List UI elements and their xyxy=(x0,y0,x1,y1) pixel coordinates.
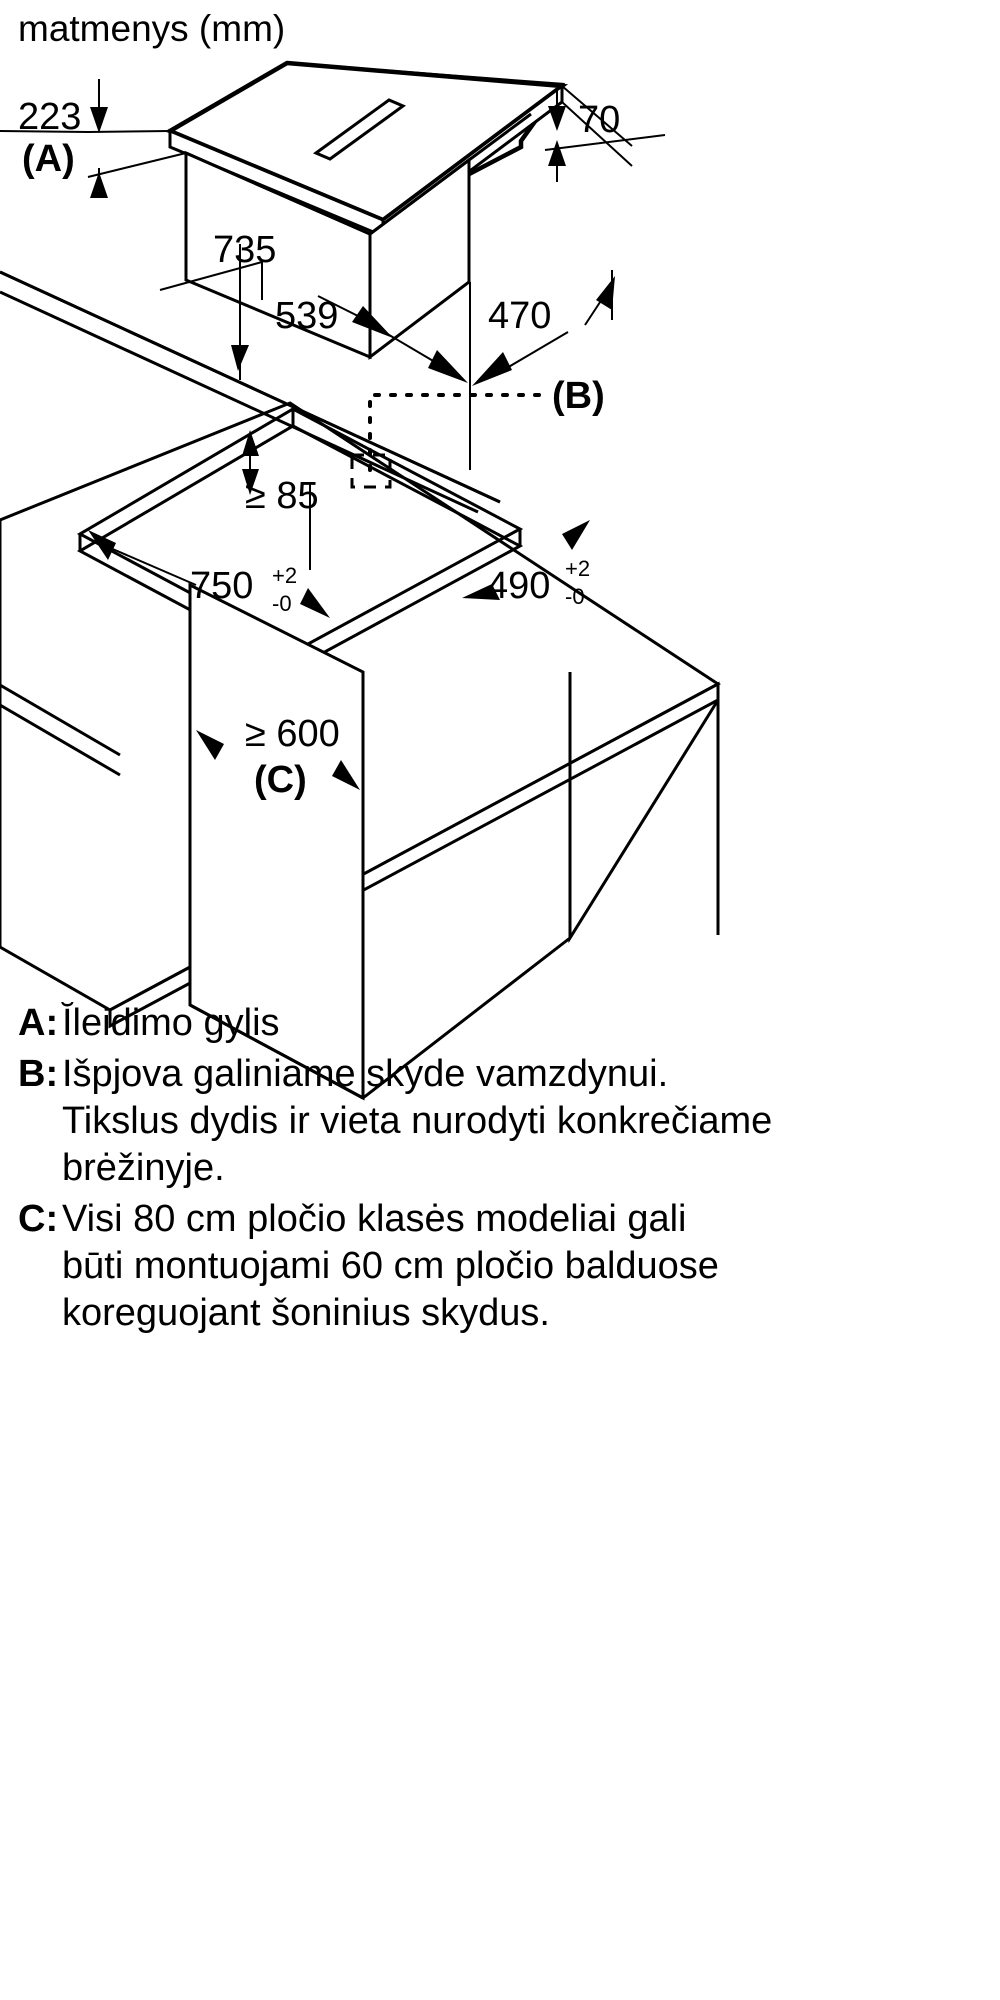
dim-cabinet-min-depth: ≥ 600 (C) xyxy=(196,713,360,801)
cabinet-bottom-right-line xyxy=(362,936,571,1100)
dim-cutout-depth: 490 +2 -0 xyxy=(462,520,590,609)
dim-cooktop-thickness: 70 xyxy=(544,85,666,182)
pipe-cutout-dashed-rect xyxy=(350,453,392,489)
extractor-slot xyxy=(312,98,407,161)
legend-entry: C:Visi 80 cm pločio klasės modeliai gali… xyxy=(18,1196,978,1337)
pipe-cutout-callout: (B) xyxy=(350,375,605,489)
legend-text-line: Tikslus dydis ir vieta nurodyti konkreči… xyxy=(62,1100,773,1142)
dim-label-223: 223 xyxy=(18,96,81,138)
cooktop-isometric-view xyxy=(164,60,569,361)
legend-text-line: koreguojant šoninius skydus. xyxy=(62,1292,550,1334)
dim-label-70: 70 xyxy=(578,99,620,141)
dim-label-C-ref: (C) xyxy=(254,759,307,801)
dim-total-width: 735 xyxy=(159,229,393,380)
dim-label-A-ref: (A) xyxy=(22,138,75,180)
dim-label-539: 539 xyxy=(275,295,338,337)
cooktop-body-top-edge xyxy=(185,151,470,236)
dim-label-735: 735 xyxy=(213,229,276,271)
legend-entry: B:Išpjova galiniame skyde vamzdynui. Tiks… xyxy=(18,1051,978,1192)
dim-label-490: 490 xyxy=(487,565,550,607)
dim-left-right-widths: 539 470 xyxy=(261,262,615,470)
dim-label-min-600: ≥ 600 xyxy=(245,713,340,755)
cooktop-body-right-top-line xyxy=(468,112,532,162)
legend-text-line: brėžinyje. xyxy=(62,1147,225,1189)
worktop-cabinet-isometric-view xyxy=(0,270,721,1101)
legend-text-line: Ĭleidimo gylis xyxy=(62,1002,280,1044)
legend-text-line: Visi 80 cm pločio klasės modeliai gali xyxy=(62,1198,687,1240)
legend-text: Visi 80 cm pločio klasės modeliai gali bū… xyxy=(62,1196,719,1337)
dim-label-490-tol-minus: -0 xyxy=(565,584,585,609)
dim-worktop-thickness: ≥ 85 xyxy=(242,430,319,570)
legend-key: B: xyxy=(18,1053,59,1095)
legend-key: C: xyxy=(18,1198,59,1240)
legend-text: Ĭleidimo gylis xyxy=(62,1000,280,1047)
dim-label-B-ref: (B) xyxy=(552,375,605,417)
cabinet-bottom-left-line xyxy=(189,1003,364,1100)
backsplash-top-line xyxy=(0,270,501,504)
lower-band-bottom xyxy=(0,703,121,777)
dim-label-750-tol-minus: -0 xyxy=(272,591,292,616)
legend-text-line: būti montuojami 60 cm pločio balduose xyxy=(62,1245,719,1287)
dim-cutout-width: 750 +2 -0 xyxy=(88,530,330,618)
page-title: matmenys (mm) xyxy=(18,8,285,49)
legend-text: Išpjova galiniame skyde vamzdynui. Tikslu… xyxy=(62,1051,772,1192)
lower-band-top xyxy=(0,683,121,757)
dim-label-min-85: ≥ 85 xyxy=(245,475,319,517)
dim-label-750-tol-plus: +2 xyxy=(272,563,297,588)
dim-label-750: 750 xyxy=(190,565,253,607)
dim-appliance-depth: 223 (A) xyxy=(0,79,187,198)
dim-label-470: 470 xyxy=(488,295,551,337)
legend-entry: A:Ĭleidimo gylis xyxy=(18,1000,978,1047)
backsplash-bottom-line xyxy=(0,290,479,514)
legend-key: A: xyxy=(18,1002,59,1044)
legend-text-line: Išpjova galiniame skyde vamzdynui. xyxy=(62,1053,669,1095)
dim-label-490-tol-plus: +2 xyxy=(565,556,590,581)
